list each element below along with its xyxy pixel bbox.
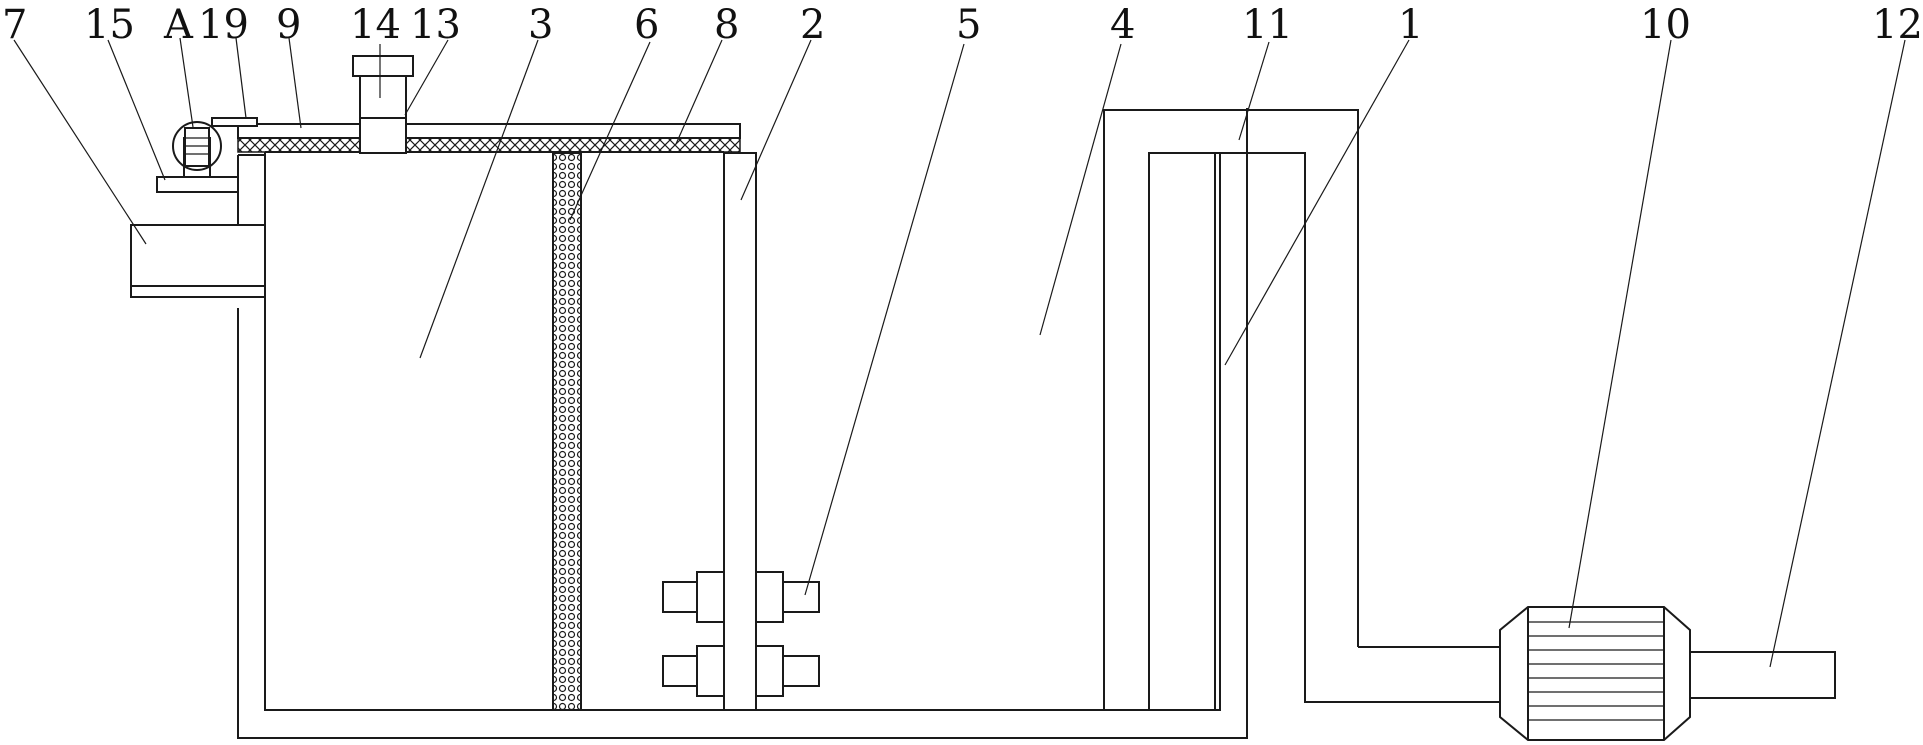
reference-labels: 7 15 A 19 9 14 13 3 6 8 2 5 4 11 1 10 12 bbox=[2, 2, 1923, 48]
inlet-pipe bbox=[130, 224, 266, 298]
partition-plate bbox=[723, 152, 757, 711]
valve-upper bbox=[662, 571, 820, 623]
label-5: 5 bbox=[956, 2, 981, 48]
label-6: 6 bbox=[634, 2, 659, 48]
label-12: 12 bbox=[1872, 2, 1923, 48]
label-A: A bbox=[163, 2, 194, 48]
detail-A-assembly bbox=[172, 117, 258, 171]
label-1: 1 bbox=[1398, 2, 1423, 48]
label-2: 2 bbox=[800, 2, 825, 48]
label-15: 15 bbox=[84, 2, 135, 48]
label-8: 8 bbox=[714, 2, 739, 48]
label-10: 10 bbox=[1640, 2, 1691, 48]
valve-lower bbox=[662, 645, 820, 697]
label-11: 11 bbox=[1242, 2, 1293, 48]
filter-screen bbox=[552, 152, 582, 711]
outlet-pipe bbox=[1689, 651, 1836, 699]
label-19: 19 bbox=[198, 2, 249, 48]
label-4: 4 bbox=[1110, 2, 1135, 48]
leader-lines bbox=[13, 37, 1906, 668]
feed-port bbox=[352, 55, 414, 154]
lid-plate bbox=[237, 123, 741, 153]
label-3: 3 bbox=[528, 2, 553, 48]
fan-fins bbox=[1528, 621, 1664, 721]
label-7: 7 bbox=[2, 2, 27, 48]
label-14: 14 bbox=[350, 2, 401, 48]
fan-motor bbox=[1499, 606, 1691, 741]
exhaust-duct bbox=[1103, 109, 1512, 710]
seal-strip bbox=[237, 137, 741, 153]
label-9: 9 bbox=[276, 2, 301, 48]
label-13: 13 bbox=[410, 2, 461, 48]
